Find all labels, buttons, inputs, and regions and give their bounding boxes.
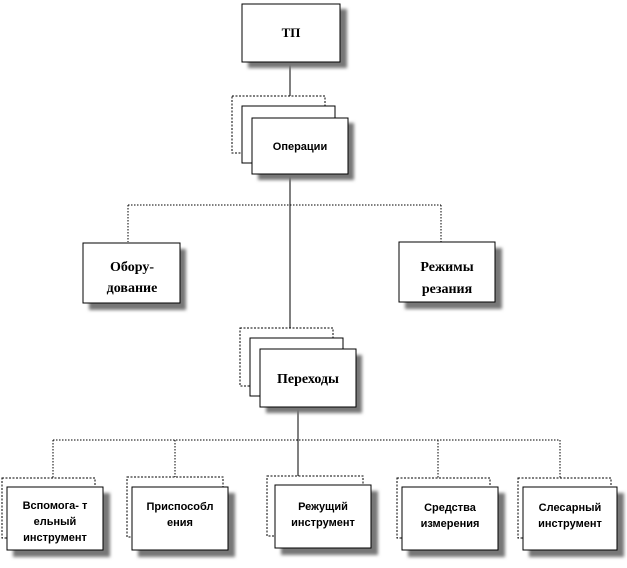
node-transitions: Переходы bbox=[239, 327, 362, 413]
leaf-cutting-tool: Режущий инструмент bbox=[266, 475, 378, 555]
leaf-locksmith-tool-label-line1: Слесарный bbox=[539, 502, 602, 514]
node-cutting-modes-label-line1: Режимы bbox=[420, 260, 473, 275]
node-root-label: ТП bbox=[282, 25, 301, 40]
leaf-locksmith-tool: Слесарный инструмент bbox=[517, 477, 624, 557]
node-equipment: Обору- дование bbox=[82, 242, 186, 310]
node-equipment-label-line2: дование bbox=[107, 281, 158, 296]
leaf-cutting-tool-label-line1: Режущий bbox=[298, 501, 348, 513]
node-operations: Операции bbox=[231, 95, 354, 180]
leaf-measuring-tools-label-line2: измерения bbox=[421, 518, 480, 530]
leaf-fixtures: Приспособл ения bbox=[126, 476, 235, 557]
leaf-cutting-tool-label-line2: инструмент bbox=[291, 517, 355, 529]
leaf-measuring-tools: Средства измерения bbox=[396, 477, 505, 557]
node-operations-label: Операции bbox=[273, 141, 327, 153]
node-root: ТП bbox=[241, 3, 347, 68]
node-cutting-modes: Режимы резания bbox=[398, 241, 502, 309]
node-cutting-modes-label-line2: резания bbox=[422, 282, 473, 297]
leaf-auxiliary-tool: Вспомога- т ельный инструмент bbox=[1, 477, 110, 557]
node-transitions-label: Переходы bbox=[277, 372, 339, 387]
leaf-auxiliary-tool-label-line3: инструмент bbox=[23, 532, 87, 544]
leaf-fixtures-label-line2: ения bbox=[167, 517, 193, 529]
dashed-connectors bbox=[52, 204, 561, 478]
leaf-auxiliary-tool-label-line1: Вспомога- т bbox=[23, 500, 88, 512]
leaf-fixtures-label-line1: Приспособл bbox=[146, 501, 213, 513]
leaf-measuring-tools-label-line1: Средства bbox=[424, 502, 477, 514]
leaf-locksmith-tool-label-line2: инструмент bbox=[538, 518, 602, 530]
node-equipment-label-line1: Обору- bbox=[110, 260, 154, 275]
leaf-auxiliary-tool-label-line2: ельный bbox=[34, 516, 77, 528]
